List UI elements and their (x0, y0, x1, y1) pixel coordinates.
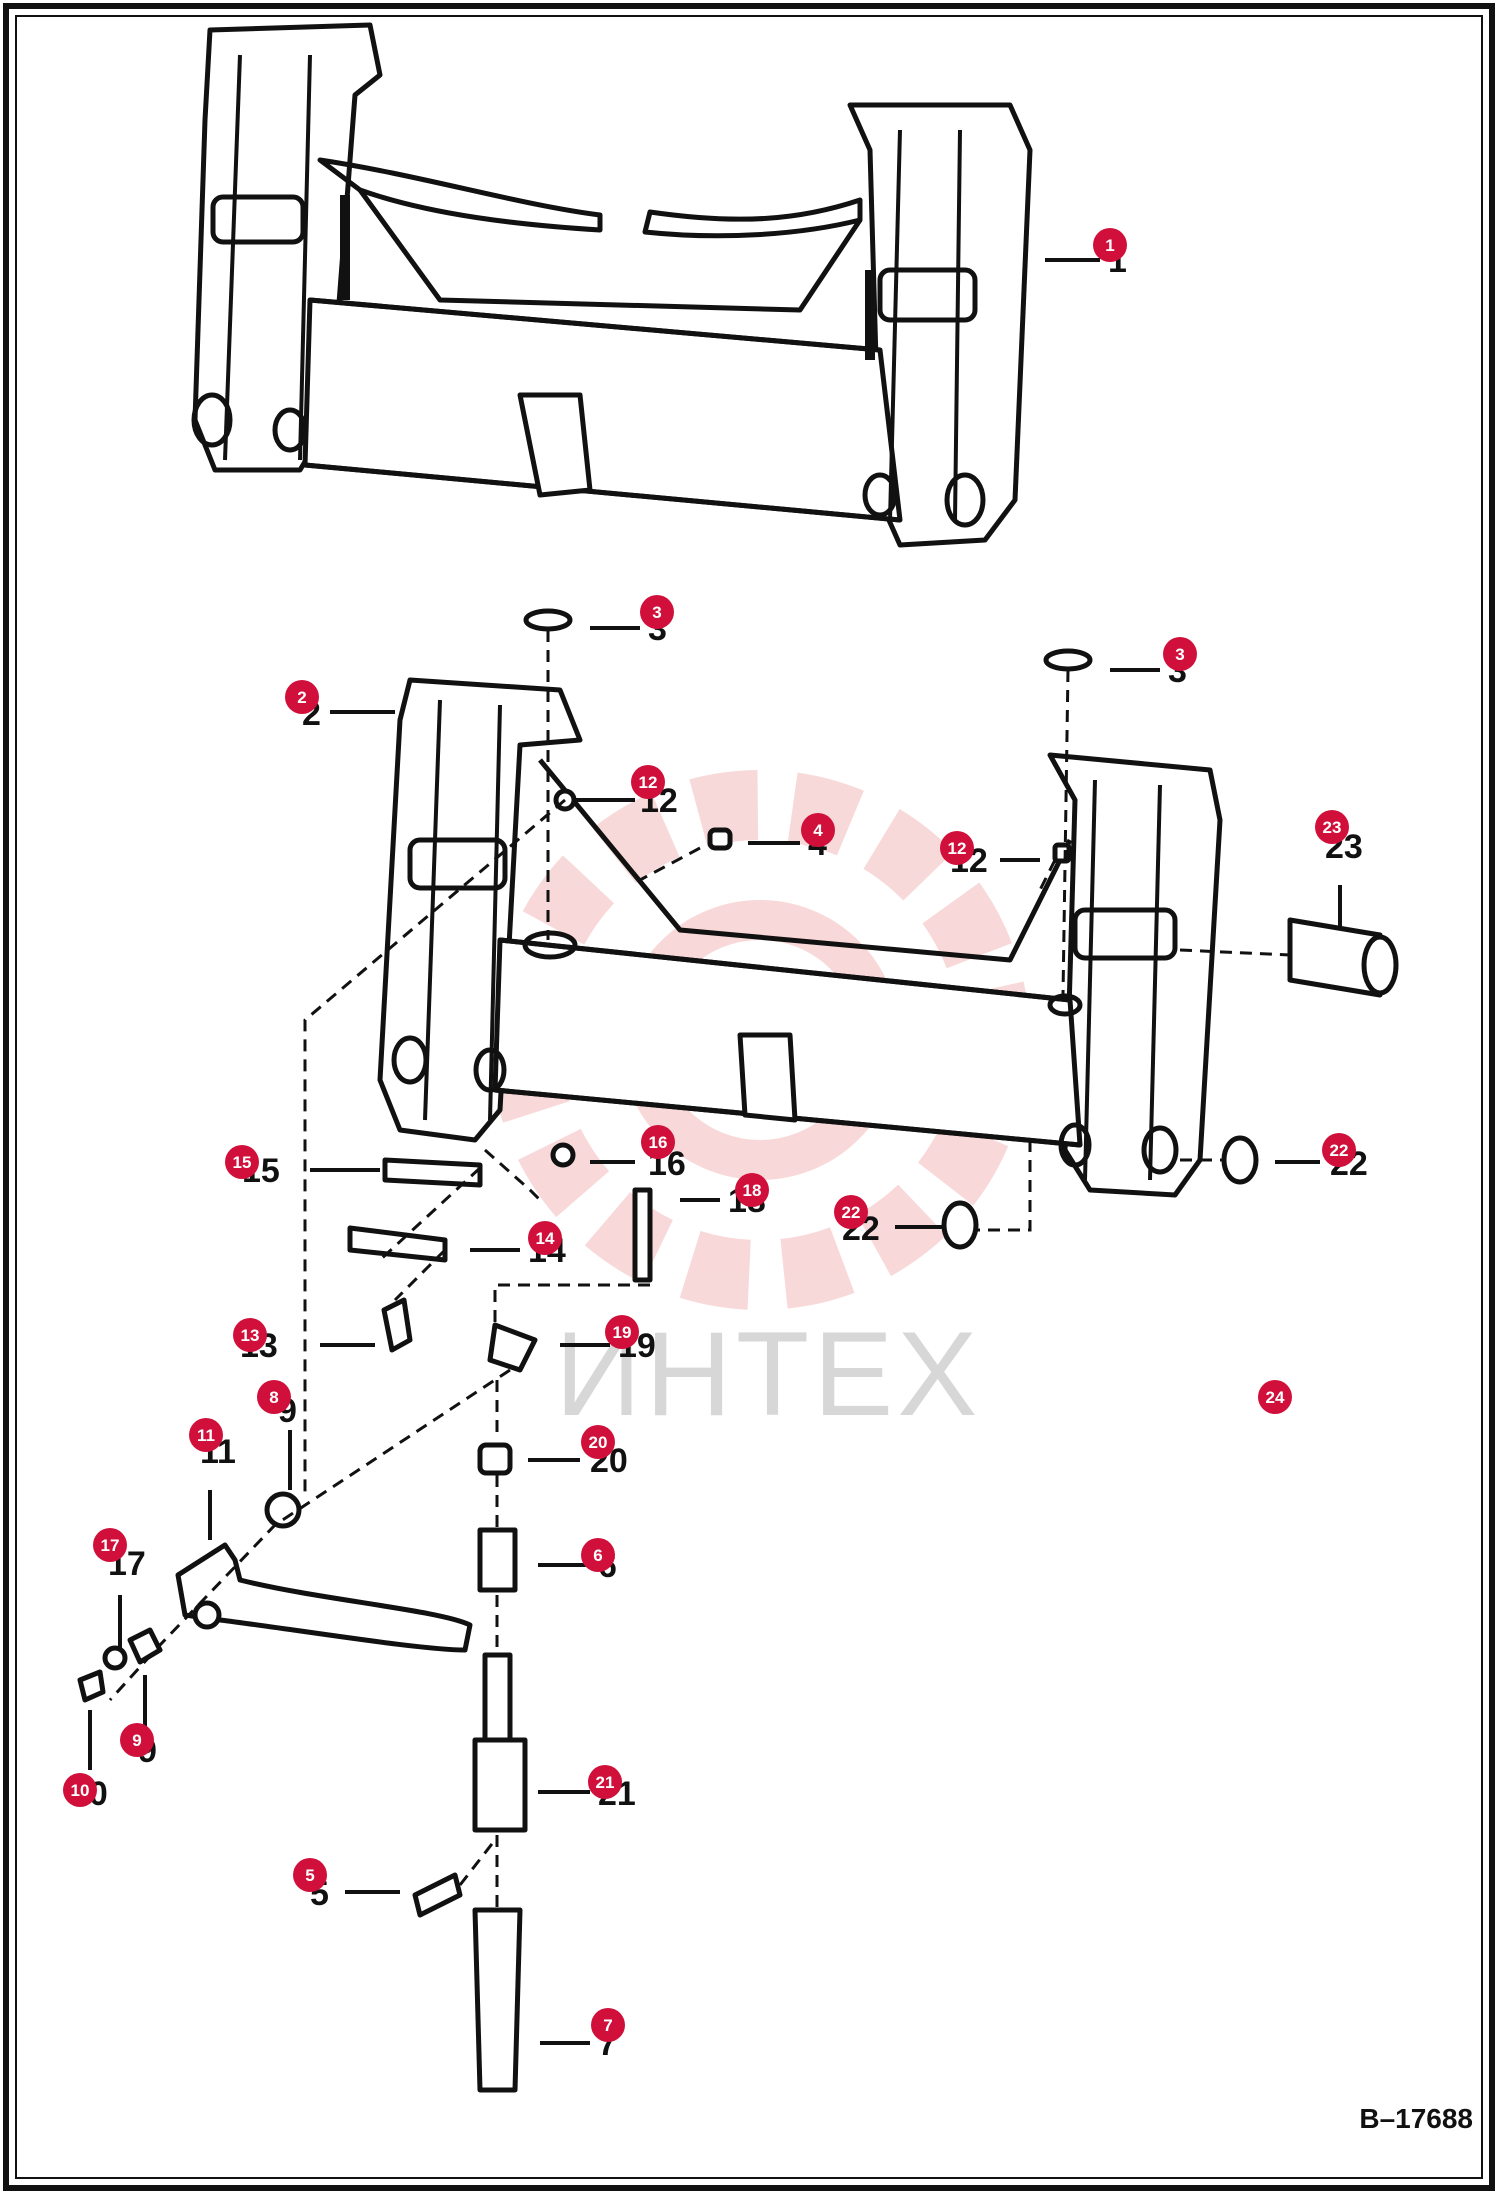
svg-text:1: 1 (1105, 236, 1114, 255)
callout-marker: 3 (1163, 637, 1197, 671)
callout-marker: 15 (225, 1145, 259, 1179)
svg-text:23: 23 (1323, 818, 1342, 837)
svg-text:19: 19 (613, 1323, 632, 1342)
svg-text:2: 2 (297, 688, 306, 707)
callout-marker: 16 (641, 1125, 675, 1159)
svg-text:11: 11 (197, 1426, 215, 1445)
svg-text:4: 4 (813, 821, 823, 840)
svg-text:3: 3 (652, 603, 661, 622)
svg-text:22: 22 (842, 1203, 861, 1222)
svg-text:14: 14 (536, 1229, 555, 1248)
callout-marker: 22 (1322, 1133, 1356, 1167)
svg-text:8: 8 (269, 1388, 278, 1407)
callout-marker: 3 (640, 595, 674, 629)
svg-text:15: 15 (233, 1153, 252, 1172)
svg-text:22: 22 (1330, 1141, 1349, 1160)
callout-marker: 6 (581, 1538, 615, 1572)
svg-text:3: 3 (1175, 645, 1184, 664)
callout-marker: 8 (257, 1380, 291, 1414)
callout-marker: 17 (93, 1528, 127, 1562)
callout-marker: 18 (735, 1173, 769, 1207)
svg-text:12: 12 (948, 839, 967, 858)
callout-marker: 22 (834, 1195, 868, 1229)
callout-marker: 14 (528, 1221, 562, 1255)
callout-marker: 19 (605, 1315, 639, 1349)
callout-marker: 11 (189, 1418, 223, 1452)
svg-text:24: 24 (1266, 1388, 1285, 1407)
callout-markers: 1 2 3 3 12 4 12 23 15 16 18 22 22 14 13 … (63, 228, 1356, 2042)
callout-marker: 9 (120, 1723, 154, 1757)
drawing-id: B–17688 (1359, 2103, 1473, 2134)
svg-text:20: 20 (589, 1433, 608, 1452)
callout-marker: 24 (1258, 1380, 1292, 1414)
svg-text:5: 5 (305, 1866, 314, 1885)
svg-text:13: 13 (241, 1326, 260, 1345)
callout-marker: 2 (285, 680, 319, 714)
callout-marker: 20 (581, 1425, 615, 1459)
svg-text:12: 12 (639, 773, 658, 792)
callout-marker: 5 (293, 1858, 327, 1892)
svg-text:9: 9 (132, 1731, 141, 1750)
callout-marker: 21 (588, 1765, 622, 1799)
callout-marker: 23 (1315, 810, 1349, 844)
callout-marker: 1 (1093, 228, 1127, 262)
svg-text:21: 21 (596, 1773, 615, 1792)
svg-text:16: 16 (649, 1133, 668, 1152)
loose-parts (77, 608, 1399, 2093)
svg-text:18: 18 (743, 1181, 762, 1200)
callout-marker: 12 (940, 831, 974, 865)
leader-lines (88, 258, 1342, 2045)
callout-marker: 10 (63, 1773, 97, 1807)
callout-marker: 4 (801, 813, 835, 847)
callout-marker: 7 (591, 2008, 625, 2042)
callout-marker: 12 (631, 765, 665, 799)
exploded-frame (377, 677, 1223, 1198)
svg-text:6: 6 (593, 1546, 602, 1565)
svg-text:17: 17 (101, 1536, 120, 1555)
svg-text:7: 7 (603, 2016, 612, 2035)
assembly-lines (108, 630, 1291, 1910)
svg-text:10: 10 (71, 1781, 90, 1800)
assembled-frame (191, 22, 1033, 548)
callout-marker: 13 (233, 1318, 267, 1352)
